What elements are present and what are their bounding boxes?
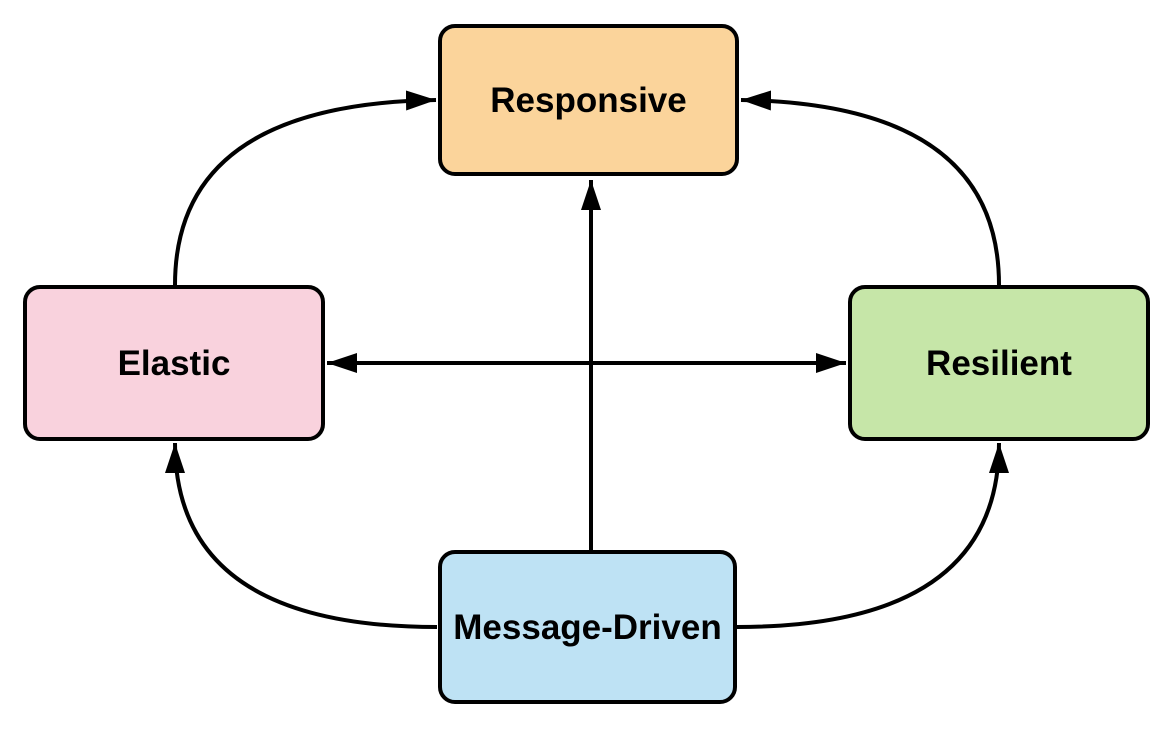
node-responsive-label: Responsive — [490, 81, 686, 120]
node-message-driven-box — [438, 550, 737, 704]
node-resilient: Resilient — [848, 285, 1150, 441]
edges-layer — [165, 90, 1009, 629]
node-message-driven: Message-Driven — [438, 550, 737, 704]
node-elastic: Elastic — [23, 285, 325, 441]
edge-elastic-to-responsive — [173, 90, 437, 286]
edge-resilient-to-responsive — [740, 90, 1001, 286]
node-message-driven-label: Message-Driven — [453, 608, 721, 647]
node-resilient-label: Resilient — [926, 344, 1072, 383]
node-elastic-box — [23, 285, 325, 441]
edge-message-driven-to-resilient — [736, 442, 1009, 629]
node-responsive: Responsive — [438, 24, 739, 176]
node-responsive-box — [438, 24, 739, 176]
node-elastic-label: Elastic — [118, 344, 231, 383]
node-resilient-box — [848, 285, 1150, 441]
edge-message-driven-to-elastic — [165, 442, 438, 629]
